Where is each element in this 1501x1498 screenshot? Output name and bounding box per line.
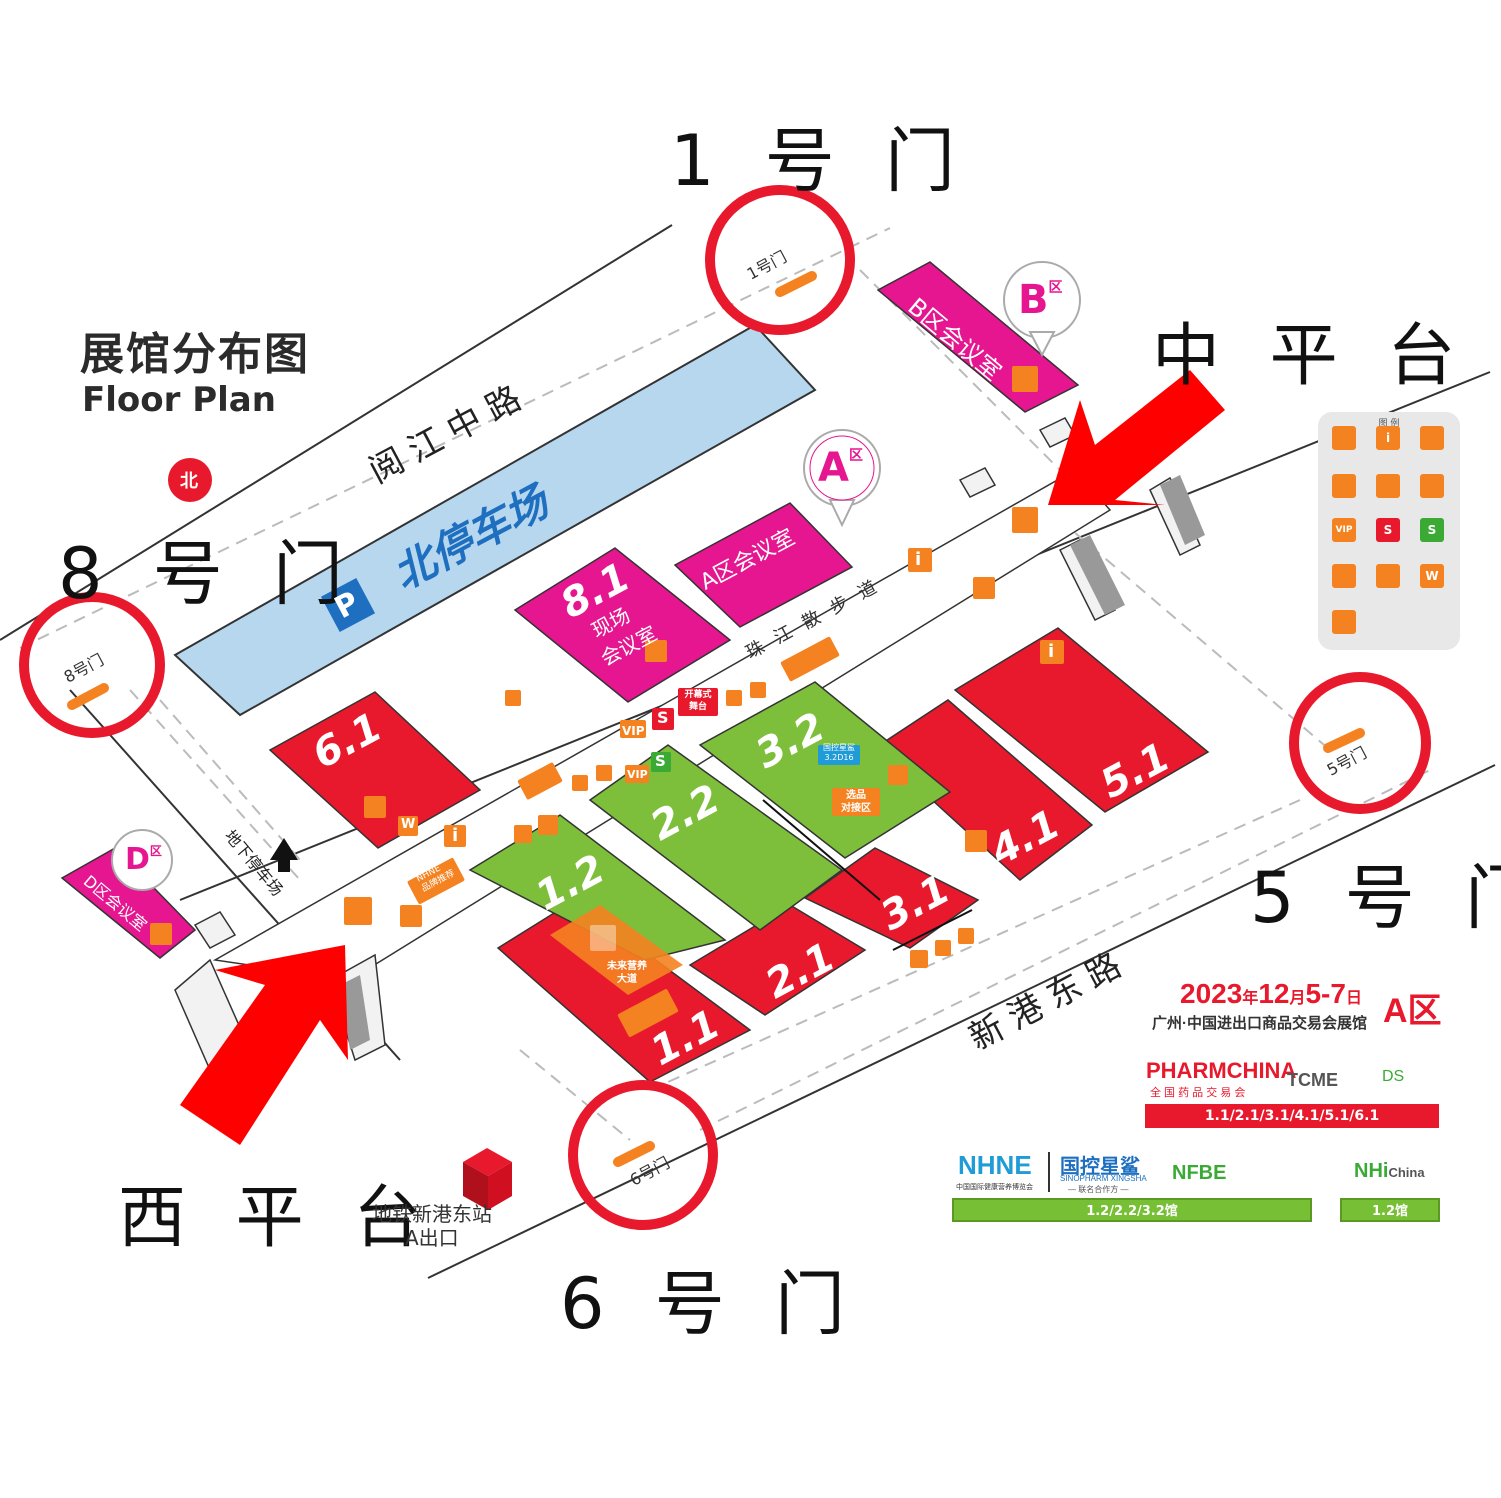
hall-3-2 — [698, 681, 952, 859]
gate-circles — [19, 185, 1431, 1230]
a-zone-suffix: 区 — [848, 448, 863, 464]
b-zone-pin-label: B区 — [1018, 277, 1063, 323]
nfbe-logo: NFBE — [1172, 1162, 1227, 1184]
a-zone-letter: A — [818, 445, 849, 491]
expo-date: 2023年12月5-7日 — [1180, 978, 1362, 1010]
a-zone-pin-label: A区 — [818, 445, 863, 491]
platform-structures — [174, 417, 1201, 1072]
expo-year-suffix: 年 — [1242, 990, 1259, 1007]
expo-zone: A区 — [1383, 992, 1442, 1030]
expo-month: 12 — [1258, 978, 1290, 1009]
gate-1-label: 1 号 门 — [670, 120, 970, 202]
north-compass — [168, 458, 212, 502]
expo-month-suffix: 月 — [1289, 990, 1306, 1007]
pharmchina-cn: 全 国 药 品 交 易 会 — [1150, 1087, 1246, 1099]
legend-title: 图 例 — [1378, 419, 1400, 429]
legend-registration-icon — [1332, 426, 1356, 450]
nhi-hall-bar: 1.2馆 — [1340, 1198, 1440, 1222]
subway-exit-label: A出口 — [405, 1226, 459, 1250]
gate-8-label: 8 号 门 — [58, 533, 358, 615]
legend-cashier-icon — [1376, 474, 1400, 498]
legend-s-red-icon: S — [1376, 518, 1400, 542]
info-icon-1: i — [915, 549, 922, 570]
d-zone-suffix: 区 — [149, 844, 162, 858]
legend-food-icon — [1376, 564, 1400, 588]
green-halls-bar: 1.2/2.2/3.2馆 — [952, 1198, 1312, 1222]
gray-pillars — [340, 475, 1205, 1050]
hall-6-1 — [268, 691, 482, 849]
info-icon-2: i — [1048, 641, 1055, 662]
b-zone-suffix: 区 — [1048, 280, 1063, 296]
legend-lounge-icon — [1332, 474, 1356, 498]
legend-info-icon: i — [1376, 426, 1400, 450]
s-icon-green: S — [655, 752, 666, 770]
expo-year: 2023 — [1180, 978, 1243, 1009]
gate-6-label: 6 号 门 — [560, 1263, 860, 1345]
map-title-en: Floor Plan — [82, 380, 276, 420]
sinopharm-booth-label: 国控星鲨 3.2D16 — [823, 743, 855, 762]
middle-platform-label: 中 平 台 — [1152, 317, 1470, 396]
b-zone-letter: B — [1018, 277, 1049, 323]
legend-coffee-icon — [1332, 610, 1356, 634]
d-zone-letter: D — [125, 842, 150, 877]
subway-icon — [463, 1148, 512, 1210]
nhi-logo: NHiChina — [1354, 1160, 1425, 1183]
vip-icon-1: VIP — [622, 724, 645, 738]
vip-icon-2: VIP — [627, 768, 648, 781]
underground-parking-arrow — [270, 838, 298, 872]
d-zone-pin-marker — [111, 829, 173, 891]
a-zone-pin-marker — [803, 429, 881, 528]
s-icon-red: S — [657, 708, 669, 727]
b-zone-pin-marker — [1003, 261, 1081, 358]
nhi-logo-suffix: China — [1388, 1165, 1425, 1180]
select-area-label: 选品 对接区 — [841, 790, 871, 814]
subway-station-label: 地铁新港东站 — [372, 1202, 492, 1226]
legend-luggage-icon — [1420, 426, 1444, 450]
legend-panel: 图 例 i VIP S S W — [1318, 412, 1460, 650]
legend-freight-icon — [1420, 474, 1444, 498]
info-icon-3: i — [452, 825, 459, 846]
a-zone-meeting-room — [673, 502, 854, 628]
parking-p-sign — [320, 577, 376, 633]
red-halls-bar: 1.1/2.1/3.1/4.1/5.1/6.1 — [1145, 1104, 1439, 1128]
room-8-1 — [513, 547, 732, 703]
legend-s-green-icon: S — [1420, 518, 1444, 542]
west-platform-label: 西 平 台 — [118, 1179, 436, 1258]
legend-water-icon: W — [1420, 564, 1444, 588]
sinopharm-en-logo: SINOPHARM XINGSHA — [1060, 1174, 1147, 1183]
legend-conference-icon — [1332, 564, 1356, 588]
map-title-cn: 展馆分布图 — [80, 329, 310, 380]
d-zone-pin-label: D区 — [125, 842, 162, 877]
pharmchina-logo: PHARMCHINA — [1146, 1058, 1297, 1083]
nhne-cn: 中国国际健康营养博览会 — [956, 1184, 1033, 1191]
sinopharm-sub: — 联名合作方 — — [1068, 1185, 1129, 1194]
logo-divider — [1048, 1152, 1050, 1192]
legend-vip-icon: VIP — [1332, 518, 1356, 542]
future-nutrition-label: 未来营养 大道 — [607, 961, 647, 985]
middle-platform-arrow — [1048, 370, 1225, 505]
expo-venue: 广州·中国进出口商品交易会展馆 — [1152, 1015, 1367, 1032]
tcme-logo: TCME — [1287, 1070, 1338, 1090]
gate-5-label: 5 号 门 — [1250, 857, 1501, 939]
future-nutrition-area — [550, 905, 683, 995]
west-platform-arrow — [180, 945, 348, 1145]
dashed-lines — [19, 227, 1431, 1141]
sinopharm-cn-logo: 国控星鲨 — [1060, 1156, 1140, 1178]
dsfair-logo: DS — [1382, 1068, 1405, 1085]
expo-days: 5-7 — [1305, 978, 1346, 1009]
nhi-logo-main: NHi — [1354, 1160, 1389, 1182]
water-icon: W — [401, 817, 416, 832]
service-icons — [150, 366, 1064, 1037]
opening-stage-label: 开幕式 舞台 — [684, 690, 712, 712]
gate-bars — [67, 271, 1365, 1167]
north-compass-label: 北 — [180, 471, 198, 492]
nhne-logo: NHNE — [958, 1150, 1032, 1180]
hall-2-2 — [588, 744, 844, 931]
hall-5-1 — [953, 627, 1210, 813]
expo-day-suffix: 日 — [1345, 990, 1362, 1007]
